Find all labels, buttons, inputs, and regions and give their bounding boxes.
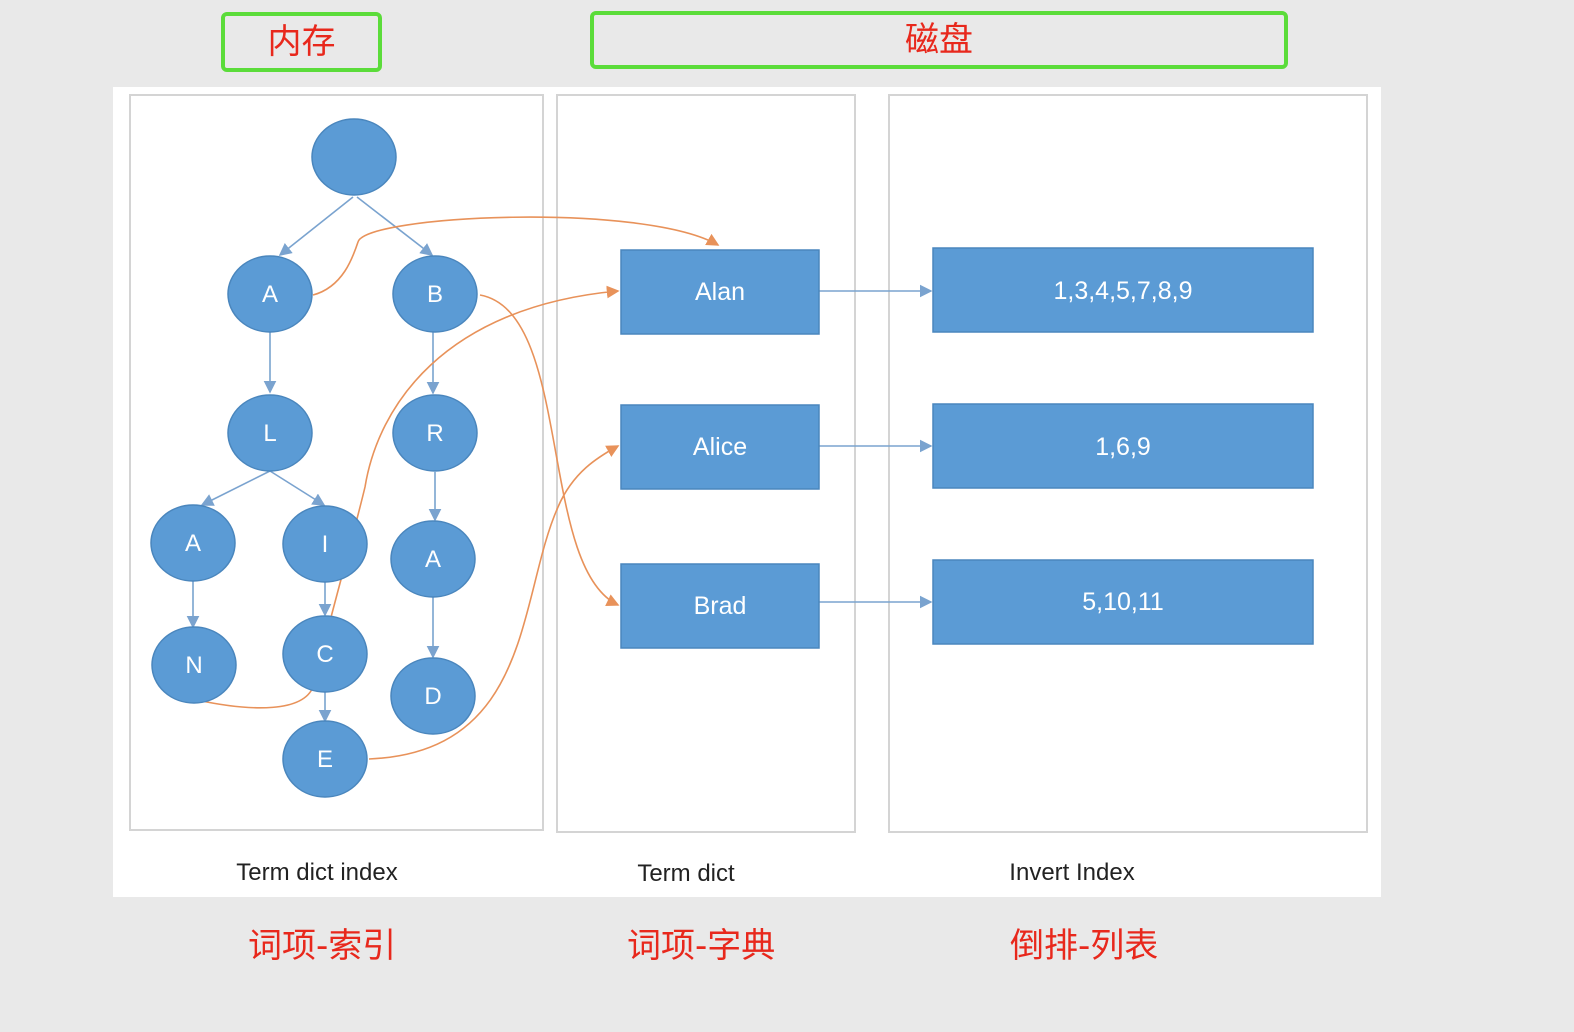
trie-node-label: A bbox=[425, 546, 441, 573]
trie-node bbox=[227, 394, 313, 472]
term-label: Alice bbox=[693, 433, 747, 461]
posting-label: 1,6,9 bbox=[1095, 433, 1151, 461]
trie-node-label: N bbox=[185, 652, 202, 679]
invert-index-caption: Invert Index bbox=[1009, 859, 1134, 886]
term-dict-caption: Term dict bbox=[637, 860, 735, 887]
trie-node-label: I bbox=[322, 531, 329, 558]
posting-boxes bbox=[932, 247, 1314, 645]
trie-edges bbox=[186, 196, 933, 723]
trie-node bbox=[282, 505, 368, 583]
trie-node-labels: A B L R A I A N C D E bbox=[185, 281, 444, 773]
diagram-canvas: A B L R A I A N C D E Alan Alice Brad bbox=[113, 87, 1381, 897]
term-dict-index-caption: Term dict index bbox=[236, 859, 397, 886]
trie-nodes bbox=[150, 118, 478, 798]
term-boxes bbox=[620, 249, 820, 649]
posting-box bbox=[932, 403, 1314, 489]
trie-node bbox=[151, 626, 237, 704]
trie-node-label: C bbox=[316, 641, 333, 668]
posting-box bbox=[932, 247, 1314, 333]
trie-node bbox=[282, 720, 368, 798]
term-label: Alan bbox=[695, 278, 745, 306]
term-box bbox=[620, 404, 820, 490]
term-box bbox=[620, 249, 820, 335]
trie-node-label: A bbox=[185, 530, 201, 557]
disk-tag: 磁盘 bbox=[590, 11, 1288, 69]
invert-index-caption-zh: 倒排-列表 bbox=[1010, 926, 1159, 966]
index-structure-diagram: A B L R A I A N C D E Alan Alice Brad bbox=[129, 94, 1368, 887]
trie-node-label: L bbox=[263, 420, 276, 447]
trie-node-label: R bbox=[426, 420, 443, 447]
term-dict-caption-zh: 词项-字典 bbox=[627, 926, 776, 966]
trie-node bbox=[392, 394, 478, 472]
posting-label: 1,3,4,5,7,8,9 bbox=[1053, 277, 1192, 305]
term-labels: Alan Alice Brad bbox=[693, 278, 747, 620]
posting-box bbox=[932, 559, 1314, 645]
trie-node bbox=[392, 255, 478, 333]
term-dict-index-caption-zh: 词项-索引 bbox=[248, 926, 397, 966]
memory-tag: 内存 bbox=[221, 12, 382, 72]
posting-labels: 1,3,4,5,7,8,9 1,6,9 5,10,11 bbox=[1053, 277, 1192, 616]
trie-node bbox=[390, 520, 476, 598]
panel-captions: Term dict index Term dict Invert Index bbox=[236, 859, 1134, 887]
trie-node-label: E bbox=[317, 746, 333, 773]
invert-index-panel bbox=[888, 94, 1368, 833]
term-dict-index-panel bbox=[129, 94, 544, 831]
trie-node bbox=[390, 657, 476, 735]
term-link-curves bbox=[196, 216, 720, 760]
posting-label: 5,10,11 bbox=[1082, 588, 1164, 616]
term-box bbox=[620, 563, 820, 649]
trie-node bbox=[150, 504, 236, 582]
trie-node bbox=[227, 255, 313, 333]
trie-node-label: A bbox=[262, 281, 278, 308]
memory-label: 内存 bbox=[267, 22, 336, 62]
trie-node bbox=[282, 615, 368, 693]
trie-root-node bbox=[311, 118, 397, 196]
trie-node-label: B bbox=[427, 281, 443, 308]
term-label: Brad bbox=[694, 592, 747, 620]
disk-label: 磁盘 bbox=[905, 20, 973, 60]
trie-node-label: D bbox=[424, 683, 441, 710]
